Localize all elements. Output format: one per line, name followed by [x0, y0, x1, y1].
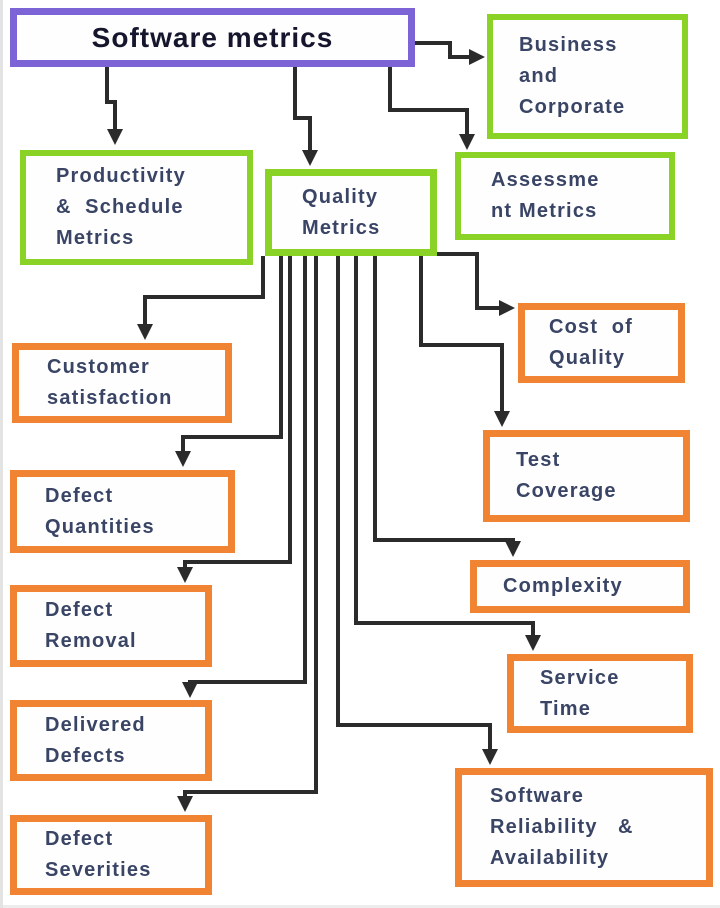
node-label-line: nt Metrics — [491, 200, 598, 222]
node-label-line: Delivered — [45, 713, 146, 736]
node-label-line: Software — [490, 785, 585, 807]
edge-root-business — [415, 41, 485, 65]
node-assessment-metrics: Assessme nt Metrics — [455, 152, 675, 240]
node-productivity-schedule-metrics: Productivity & Schedule Metrics — [20, 150, 253, 265]
node-test-coverage: Test Coverage — [483, 430, 690, 522]
edge-quality-delivered — [182, 256, 307, 698]
edge-root-quality — [293, 67, 318, 166]
node-label-line: Test — [516, 449, 561, 471]
node-defect-removal: Defect Removal — [10, 585, 212, 667]
node-label-line: Service — [540, 666, 620, 689]
edge-quality-quantities — [175, 256, 283, 467]
node-label-line: Reliability & — [490, 816, 634, 838]
node-label-line: Metrics — [56, 227, 135, 249]
node-label: Software metrics — [91, 22, 334, 53]
node-label-line: Quality — [549, 347, 626, 369]
node-quality-metrics: Quality Metrics — [265, 169, 437, 256]
node-label-line: Productivity — [56, 165, 186, 187]
edge-quality-removal — [177, 256, 292, 583]
node-label-line: satisfaction — [47, 387, 173, 409]
node-label-line: Quality — [302, 185, 379, 208]
edge-quality-customer — [137, 256, 265, 340]
node-label-line: Removal — [45, 630, 137, 652]
edge-quality-cost — [430, 252, 515, 316]
edge-root-assessment — [388, 67, 475, 150]
node-business-and-corporate: Business and Corporate — [487, 14, 688, 139]
node-label-line: Defect — [45, 828, 114, 850]
node-label-line: Defects — [45, 744, 126, 767]
edge-quality-severities — [177, 256, 318, 812]
node-label-line: & Schedule — [56, 196, 184, 218]
node-delivered-defects: Delivered Defects — [10, 700, 212, 781]
node-label-line: Defect — [45, 599, 114, 621]
node-label-line: Complexity — [503, 575, 623, 597]
node-defect-quantities: Defect Quantities — [10, 470, 235, 553]
node-label-line: Coverage — [516, 480, 617, 502]
node-label-line: Cost of — [549, 316, 634, 338]
node-label-line: Availability — [490, 847, 610, 869]
node-label-line: Quantities — [45, 515, 155, 538]
node-label-line: Defect — [45, 484, 114, 507]
node-service-time: Service Time — [507, 654, 693, 733]
node-label-line: Assessme — [491, 169, 600, 191]
node-software-reliability-availability: Software Reliability & Availability — [455, 768, 713, 887]
node-label-line: Corporate — [519, 96, 626, 118]
node-cost-of-quality: Cost of Quality — [518, 303, 685, 383]
node-label-line: Time — [540, 697, 592, 720]
node-label-line: Severities — [45, 859, 152, 881]
node-label-line: Business — [519, 34, 618, 56]
node-label-line: Metrics — [302, 216, 381, 239]
node-customer-satisfaction: Customer satisfaction — [12, 343, 232, 423]
edge-quality-softrel — [336, 256, 498, 765]
edge-quality-complexity — [373, 256, 521, 557]
edge-root-productivity — [105, 67, 123, 145]
edge-quality-service — [354, 256, 541, 651]
edge-quality-testcov — [419, 256, 510, 427]
node-defect-severities: Defect Severities — [10, 815, 212, 895]
node-label-line: and — [519, 65, 559, 87]
node-label-line: Customer — [47, 356, 150, 378]
node-software-metrics: Software metrics — [10, 8, 415, 67]
node-complexity: Complexity — [470, 560, 690, 613]
